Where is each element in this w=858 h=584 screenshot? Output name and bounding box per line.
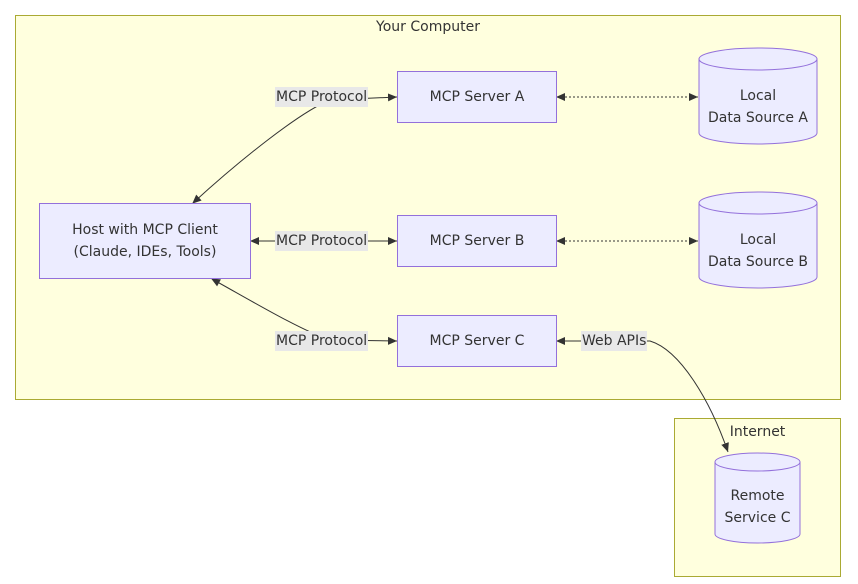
node-host-line2: (Claude, IDEs, Tools) — [73, 244, 217, 260]
node-host-line1: Host with MCP Client — [72, 222, 218, 238]
node-mcp-server-a[interactable]: MCP Server A — [397, 71, 557, 123]
node-server-b-label: MCP Server B — [429, 233, 525, 249]
edge-label-protocol-b: MCP Protocol — [275, 231, 369, 251]
db-a-line1: Local — [739, 88, 777, 104]
cluster-title-internet: Internet — [729, 424, 786, 440]
cylinder-shape — [698, 191, 818, 289]
node-server-c-label: MCP Server C — [429, 333, 525, 349]
edge-server-c-remote-c — [556, 337, 729, 453]
node-mcp-server-b[interactable]: MCP Server B — [397, 215, 557, 267]
edge-host-server-a — [192, 93, 398, 204]
db-a-line2: Data Source A — [708, 110, 808, 126]
db-remote-service-c[interactable]: Remote Service C — [714, 452, 801, 544]
cylinder-shape — [714, 452, 801, 544]
db-b-line2: Data Source B — [707, 254, 809, 270]
db-c-line2: Service C — [724, 510, 791, 526]
cylinder-shape — [698, 47, 818, 145]
node-server-a-label: MCP Server A — [429, 89, 525, 105]
db-b-line1: Local — [739, 232, 777, 248]
edge-label-protocol-c: MCP Protocol — [275, 331, 369, 351]
db-c-line1: Remote — [730, 488, 785, 504]
db-local-data-source-a[interactable]: Local Data Source A — [698, 47, 818, 145]
node-mcp-server-c[interactable]: MCP Server C — [397, 315, 557, 367]
db-local-data-source-b[interactable]: Local Data Source B — [698, 191, 818, 289]
edge-label-protocol-a: MCP Protocol — [275, 87, 369, 107]
cluster-title-your-computer: Your Computer — [376, 19, 480, 35]
edge-label-web-apis: Web APIs — [581, 331, 648, 351]
node-host-mcp-client[interactable]: Host with MCP Client (Claude, IDEs, Tool… — [39, 203, 251, 279]
